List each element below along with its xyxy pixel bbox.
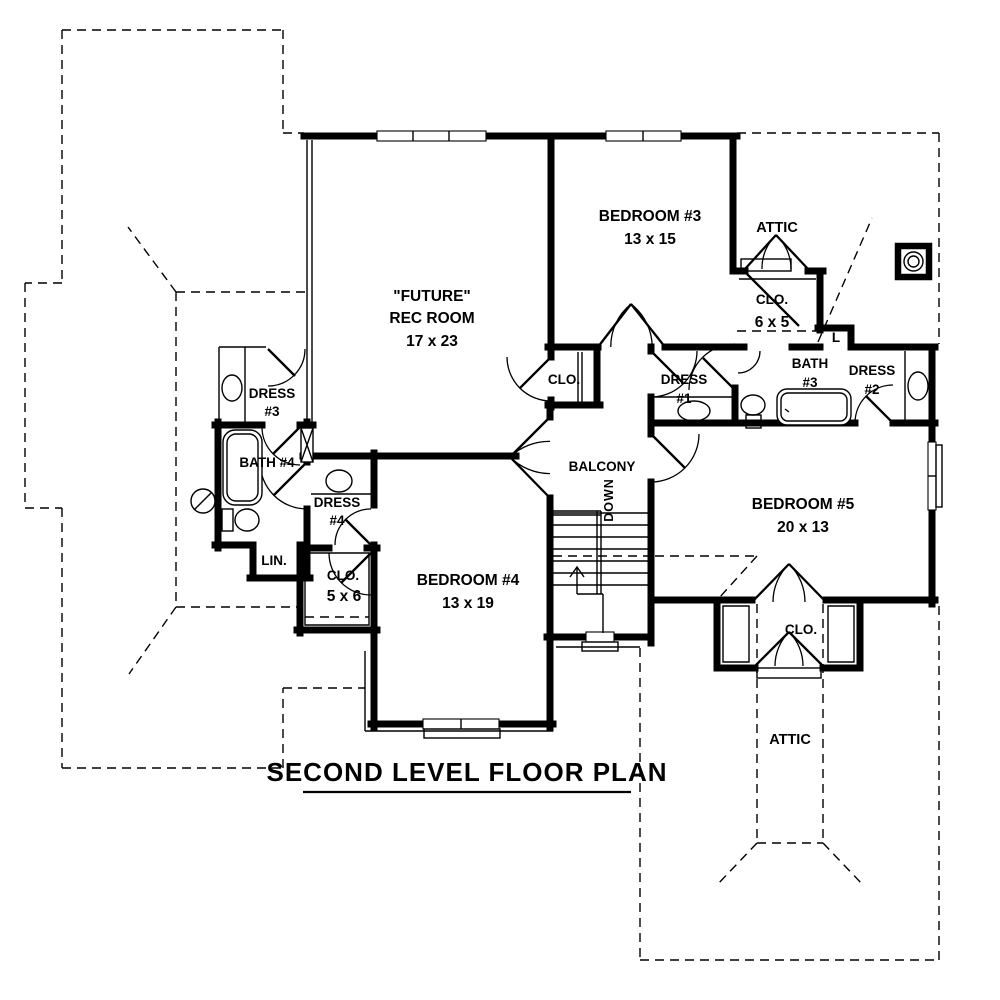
light-fixture-icon [190, 488, 216, 514]
chase-column-icon [300, 427, 314, 463]
doors [259, 234, 894, 667]
sink-icon-dress3 [221, 374, 243, 402]
bathtub-icon-bath4 [222, 429, 263, 506]
title-block: SECOND LEVEL FLOOR PLAN [267, 757, 668, 794]
label-balcony: BALCONY [569, 459, 636, 474]
label-bath3-line2: #3 [802, 375, 818, 390]
label-attic-upper: ATTIC [756, 220, 798, 236]
window-bedroom5 [927, 441, 943, 511]
sink-icon-dress2 [907, 371, 929, 401]
label-clo-6x5-name: CLO. [756, 292, 788, 307]
label-linen-closet: L [832, 330, 840, 345]
label-dress4-line2: #4 [329, 513, 345, 528]
label-dress1-line1: DRESS [661, 372, 708, 387]
label-attic-lower: ATTIC [769, 732, 811, 748]
pedestal-sink-icon-bath3 [740, 394, 766, 429]
label-bedroom3-dims: 13 x 15 [624, 231, 676, 248]
label-dress2-line1: DRESS [849, 363, 896, 378]
label-lin: LIN. [261, 553, 287, 568]
label-dress4-line1: DRESS [314, 495, 361, 510]
windows [376, 130, 943, 739]
page-title: SECOND LEVEL FLOOR PLAN [267, 757, 668, 787]
label-rec-room-line2: REC ROOM [389, 310, 474, 327]
label-bedroom5-dims: 20 x 13 [777, 519, 829, 536]
label-bedroom4-name: BEDROOM #4 [417, 572, 520, 589]
label-bedroom5-name: BEDROOM #5 [752, 496, 855, 513]
toilet-icon-bath4 [221, 508, 260, 532]
label-stairs-down: DOWN [602, 478, 616, 522]
label-bath4: BATH #4 [239, 455, 295, 470]
label-clo-5x6-name: CLO. [327, 568, 359, 583]
window-bedroom4 [422, 718, 501, 739]
label-clo-5x6-dims: 5 x 6 [327, 588, 362, 605]
label-dress3-line2: #3 [264, 404, 280, 419]
label-rec-room-dims: 17 x 23 [406, 333, 458, 350]
stairs [553, 510, 648, 633]
roof-outline-dashed [24, 29, 940, 961]
label-dress2-line2: #2 [864, 382, 879, 397]
label-dress1-line2: #1 [676, 391, 692, 406]
fixtures [190, 242, 933, 532]
room-labels: "FUTURE" REC ROOM 17 x 23 BEDROOM #3 13 … [239, 208, 895, 748]
label-bedroom3-name: BEDROOM #3 [599, 208, 702, 225]
label-clo-6x5-dims: 6 x 5 [755, 314, 790, 331]
label-bath3-line1: BATH [792, 356, 829, 371]
label-rec-room-line1: "FUTURE" [393, 288, 471, 305]
stair-railing [553, 510, 602, 594]
label-bedroom4-dims: 13 x 19 [442, 595, 494, 612]
walls [211, 132, 939, 732]
window-rec-room [376, 130, 487, 142]
label-clo-bedroom5: CLO. [785, 622, 817, 637]
door-leaves [267, 234, 894, 667]
thin-lines [218, 140, 906, 732]
window-stair-landing [581, 631, 619, 652]
label-dress3-line1: DRESS [249, 386, 296, 401]
label-clo-balcony: CLO. [548, 372, 580, 387]
bathtub-icon-bath3 [776, 388, 852, 426]
window-bedroom3 [605, 130, 682, 142]
stair-direction-arrow [569, 565, 604, 633]
chimney-flue-icon [894, 242, 933, 281]
sink-icon-dress1 [677, 400, 711, 422]
sink-icon-dress4 [325, 469, 353, 493]
sill-closet-attic-door [756, 667, 822, 679]
